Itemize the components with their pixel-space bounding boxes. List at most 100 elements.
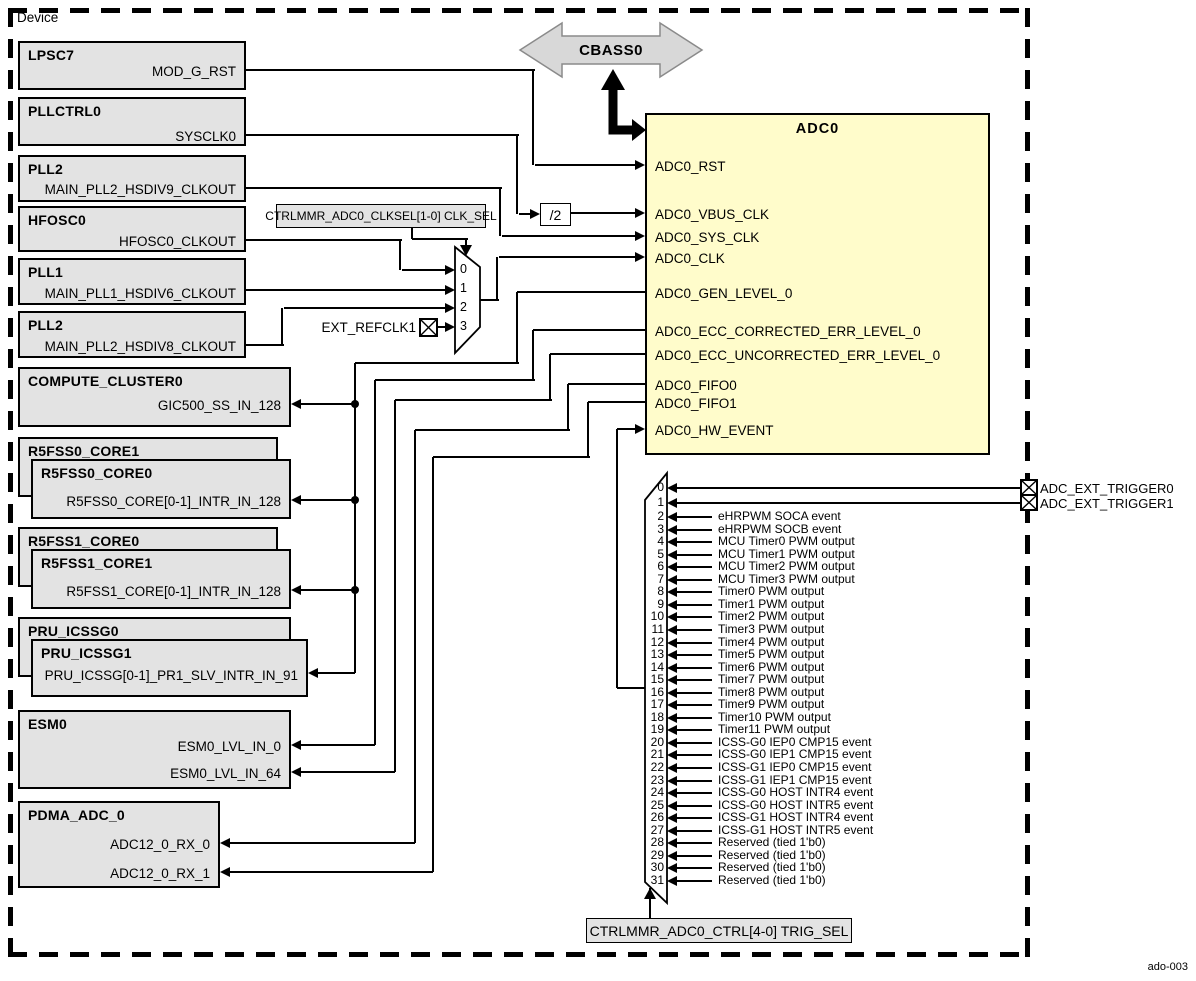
wire	[411, 227, 413, 239]
wire	[677, 629, 712, 631]
trigger-source-label: Reserved (tied 1'b0)	[718, 860, 826, 874]
arrowhead	[635, 231, 645, 241]
wire	[399, 240, 401, 270]
wire	[532, 330, 534, 380]
module-title: R5FSS1_CORE0	[28, 533, 140, 549]
module-signal: PRU_ICSSG[0-1]_PR1_SLV_INTR_IN_91	[44, 668, 298, 683]
arrowhead	[667, 826, 677, 836]
wire	[246, 69, 535, 71]
module-hfosc0: HFOSC0 HFOSC0_CLKOUT	[18, 206, 246, 252]
arrowhead	[667, 525, 677, 535]
trigger-source-label: ICSS-G0 HOST INTR5 event	[718, 798, 874, 812]
module-signal: GIC500_SS_IN_128	[157, 398, 281, 413]
arrowhead	[667, 600, 677, 610]
module-signal: R5FSS1_CORE[0-1]_INTR_IN_128	[66, 584, 281, 599]
arrowhead	[644, 888, 656, 899]
module-title: PLLCTRL0	[28, 103, 102, 119]
arrowhead	[445, 322, 455, 332]
adc-signal-adc0_clk: ADC0_CLK	[655, 251, 725, 266]
wire	[588, 401, 645, 403]
trigger-mux-input-index: 10	[650, 609, 664, 623]
wire	[246, 289, 446, 291]
wire	[480, 299, 499, 301]
wire	[374, 380, 376, 745]
arrowhead	[667, 863, 677, 873]
wire	[677, 842, 712, 844]
wire	[516, 292, 518, 363]
wire	[677, 541, 712, 543]
module-title: PRU_ICSSG0	[28, 623, 119, 639]
trigger-source-label: Timer3 PWM output	[718, 622, 825, 636]
wire	[281, 308, 283, 345]
wire	[616, 429, 618, 688]
trigger-source-label: eHRPWM SOCA event	[718, 509, 841, 523]
wire	[355, 362, 519, 364]
junction-dot	[351, 400, 359, 408]
wire	[432, 457, 434, 872]
wire	[677, 554, 712, 556]
trigger-mux-input-index: 22	[650, 760, 664, 774]
wire	[228, 871, 433, 873]
arrowhead	[667, 663, 677, 673]
module-title: R5FSS0_CORE1	[28, 443, 140, 459]
arrowhead	[667, 700, 677, 710]
module-r5fss1-core1: R5FSS1_CORE1 R5FSS1_CORE[0-1]_INTR_IN_12…	[31, 549, 291, 609]
wire	[499, 188, 501, 236]
arrowhead	[530, 209, 540, 219]
module-signal: ADC12_0_RX_0	[110, 837, 210, 852]
wire	[677, 487, 1021, 489]
module-pllctrl0: PLLCTRL0 SYSCLK0	[18, 97, 246, 146]
wire	[677, 529, 712, 531]
arrowhead	[220, 867, 230, 877]
trigger-mux-input-index: 2	[657, 509, 664, 523]
wire	[535, 164, 637, 166]
wire	[316, 672, 355, 674]
cbass0-adc0-link	[601, 69, 646, 141]
wire	[587, 402, 589, 457]
wire	[567, 384, 569, 430]
adc-signal-adc0_ecc_uncorrected_err_level_0: ADC0_ECC_UNCORRECTED_ERR_LEVEL_0	[655, 348, 941, 363]
adc-ext-trigger0-label: ADC_EXT_TRIGGER0	[1040, 481, 1174, 496]
trigger-mux-input-index: 19	[650, 722, 664, 736]
trigger-source-label: ICSS-G0 IEP1 CMP15 event	[718, 747, 872, 761]
wire	[677, 704, 712, 706]
wire	[677, 855, 712, 857]
wire	[246, 344, 284, 346]
arrowhead	[291, 740, 301, 750]
module-signal: ADC12_0_RX_1	[110, 866, 210, 881]
trigger-source-label: MCU Timer3 PWM output	[718, 572, 855, 586]
adc-signal-adc0_hw_event: ADC0_HW_EVENT	[655, 423, 774, 438]
module-pll2-hsdiv9: PLL2 MAIN_PLL2_HSDIV9_CLKOUT	[18, 155, 246, 202]
wire	[519, 213, 532, 215]
trigger-mux-input-index: 15	[650, 672, 664, 686]
trigger-mux-input-index: 11	[651, 622, 664, 636]
wire	[677, 591, 712, 593]
module-lpsc7: LPSC7 MOD_G_RST	[18, 41, 246, 90]
module-title: PLL1	[28, 264, 64, 280]
arrowhead	[445, 265, 455, 275]
trigger-source-label: Timer11 PWM output	[718, 722, 831, 736]
wire	[617, 428, 637, 430]
wire	[246, 187, 502, 189]
adc-signal-adc0_fifo1: ADC0_FIFO1	[655, 396, 737, 411]
device-border-left	[8, 8, 13, 957]
trigger-source-label: Timer8 PWM output	[718, 685, 825, 699]
arrowhead	[667, 738, 677, 748]
trigger-mux-input-index: 1	[657, 495, 664, 509]
wire	[415, 429, 570, 431]
module-pll1: PLL1 MAIN_PLL1_HSDIV6_CLKOUT	[18, 258, 246, 305]
wire	[414, 430, 416, 843]
wire	[677, 642, 712, 644]
wire	[677, 729, 712, 731]
wire	[677, 654, 712, 656]
wire	[496, 257, 498, 300]
arrowhead	[291, 767, 301, 777]
arrowhead	[635, 252, 645, 262]
module-pll2-hsdiv8: PLL2 MAIN_PLL2_HSDIV8_CLKOUT	[18, 311, 246, 358]
wire	[299, 403, 355, 405]
trigger-source-label: MCU Timer0 PWM output	[718, 534, 855, 548]
wire	[517, 291, 645, 293]
wire	[299, 771, 395, 773]
divide-by-2-box: /2	[540, 203, 571, 226]
trigger-mux-input-index: 30	[650, 860, 664, 874]
